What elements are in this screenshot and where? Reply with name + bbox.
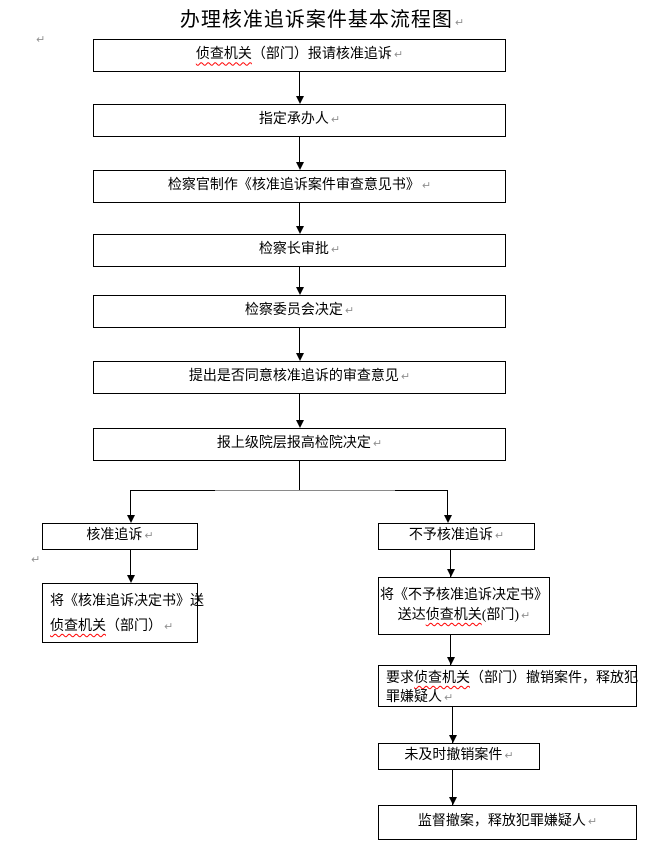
flow-node-draft-opinion: 检察官制作《核准追诉案件审查意见书》↵ <box>93 170 506 203</box>
connector-line <box>299 203 300 228</box>
connector-line <box>130 550 131 577</box>
node-label-line2: （部门） <box>106 619 162 634</box>
node-label: 检察委员会决定 <box>244 303 343 319</box>
flow-node-report-request: 侦查机关（部门）报请核准追诉↵ <box>93 39 506 72</box>
arrow-down-icon <box>447 657 455 665</box>
paragraph-mark: ↵ <box>330 113 341 127</box>
node-label-line2: 罪嫌疑人 <box>386 690 442 705</box>
arrow-down-icon <box>444 515 452 523</box>
flow-node-assign-handler: 指定承办人↵ <box>93 104 506 137</box>
branch-horizontal-line-gray <box>215 490 395 491</box>
arrow-down-icon <box>296 96 304 104</box>
connector-line <box>299 328 300 355</box>
arrow-down-icon <box>296 287 304 295</box>
node-label-line1: 将《不予核准追诉决定书》 <box>380 587 548 603</box>
paragraph-mark: ↵ <box>344 304 355 318</box>
spellchecked-text: 侦查机关 <box>425 608 482 623</box>
node-label-line1: 将《核准追诉决定书》送 <box>50 594 204 609</box>
flow-node-withdraw-request: 要求侦查机关（部门）撤销案件，释放犯 罪嫌疑人↵ <box>378 665 638 707</box>
flow-node-send-denial-decision: 将《不予核准追诉决定书》 送达侦查机关(部门)↵ <box>378 577 550 635</box>
flow-node-approve: 核准追诉↵ <box>42 523 198 550</box>
arrow-down-icon <box>449 735 457 743</box>
paragraph-mark: ↵ <box>164 620 174 633</box>
node-label-pre: 要求 <box>386 671 414 686</box>
paragraph-mark: ↵ <box>421 179 432 193</box>
node-label: 未及时撤销案件 <box>404 748 503 764</box>
connector-line <box>452 707 453 743</box>
paragraph-mark: ↵ <box>330 243 341 257</box>
node-label: 不予核准追诉 <box>408 528 493 544</box>
node-label-line2-pre: 送达 <box>397 608 426 623</box>
page-title: 办理核准追诉案件基本流程图↵ <box>0 3 645 32</box>
arrow-down-icon <box>127 515 135 523</box>
arrow-down-icon <box>296 420 304 428</box>
node-label: 报上级院层报高检院决定 <box>216 436 371 452</box>
arrow-down-icon <box>127 575 135 583</box>
paragraph-mark: ↵ <box>454 16 466 29</box>
node-label-line2-post: (部门) <box>481 608 520 623</box>
flow-node-not-withdrawn: 未及时撤销案件↵ <box>378 743 540 770</box>
paragraph-mark: ↵ <box>400 370 411 384</box>
node-label: （部门）报请核准追诉 <box>251 47 392 63</box>
spellchecked-text: 侦查机关 <box>195 47 252 63</box>
flow-node-report-higher: 报上级院层报高检院决定↵ <box>93 428 506 461</box>
node-label: 指定承办人 <box>258 112 329 128</box>
connector-line <box>447 490 448 517</box>
flow-node-deny: 不予核准追诉↵ <box>378 523 535 550</box>
page-title-text: 办理核准追诉案件基本流程图 <box>179 9 453 31</box>
flow-node-review-opinion: 提出是否同意核准追诉的审查意见↵ <box>93 361 506 394</box>
node-label: 检察长审批 <box>258 242 329 258</box>
flow-node-chief-approval: 检察长审批↵ <box>93 234 506 267</box>
paragraph-mark: ↵ <box>36 33 46 46</box>
paragraph-mark: ↵ <box>144 529 154 543</box>
node-label: 核准追诉 <box>86 528 143 544</box>
paragraph-mark: ↵ <box>393 48 404 62</box>
node-label: 检察官制作《核准追诉案件审查意见书》 <box>167 178 420 194</box>
spellchecked-text: 侦查机关 <box>414 671 470 686</box>
node-label-post: （部门）撤销案件，释放犯 <box>470 671 638 686</box>
connector-line <box>299 137 300 164</box>
connector-line <box>450 550 451 577</box>
connector-line <box>450 635 451 665</box>
arrow-down-icon <box>447 569 455 577</box>
branch-stem-line <box>299 461 300 491</box>
flow-node-send-approval-decision: 将《核准追诉决定书》送 侦查机关（部门）↵ <box>42 583 204 643</box>
paragraph-mark: ↵ <box>504 749 514 763</box>
paragraph-mark: ↵ <box>521 609 531 622</box>
arrow-down-icon <box>296 353 304 361</box>
flow-node-supervise-withdrawal: 监督撤案，释放犯罪嫌疑人↵ <box>378 805 637 840</box>
connector-line <box>452 770 453 805</box>
flow-node-committee-decision: 检察委员会决定↵ <box>93 295 506 328</box>
node-label: 监督撤案，释放犯罪嫌疑人 <box>417 814 586 830</box>
arrow-down-icon <box>449 797 457 805</box>
spellchecked-text: 侦查机关 <box>50 619 106 634</box>
connector-line <box>130 490 131 517</box>
node-label: 提出是否同意核准追诉的审查意见 <box>188 369 399 385</box>
paragraph-mark: ↵ <box>372 437 383 451</box>
paragraph-mark: ↵ <box>31 553 41 566</box>
connector-line <box>299 72 300 98</box>
connector-line <box>299 394 300 422</box>
paragraph-mark: ↵ <box>444 691 454 704</box>
arrow-down-icon <box>296 162 304 170</box>
connector-line <box>299 267 300 289</box>
paragraph-mark: ↵ <box>494 529 505 543</box>
paragraph-mark: ↵ <box>587 815 598 829</box>
arrow-down-icon <box>296 226 304 234</box>
